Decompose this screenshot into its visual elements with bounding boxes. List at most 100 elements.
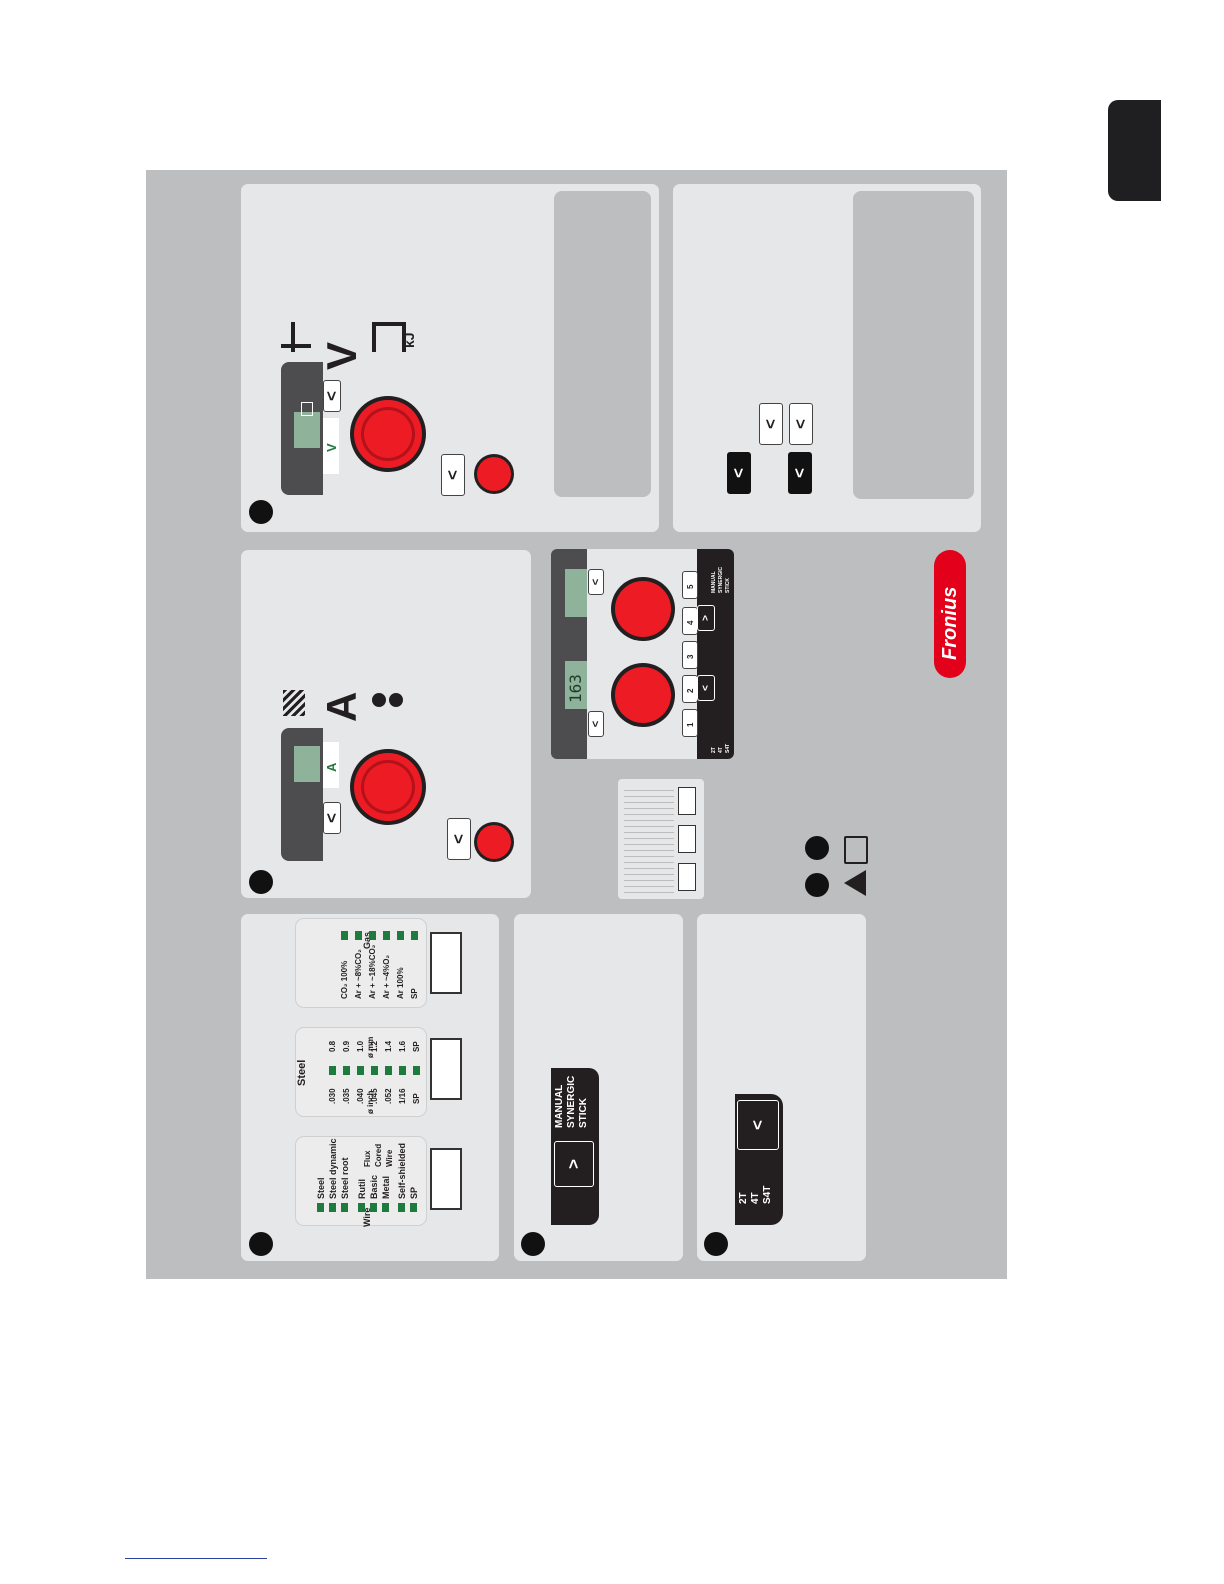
- process-select-button[interactable]: >: [554, 1141, 594, 1187]
- step-number-4: [249, 870, 273, 894]
- card-trigger-mode: < 2T 4T S4T: [697, 914, 866, 1261]
- inch-value: .040: [356, 1088, 365, 1104]
- wire-type-sp: SP: [409, 1186, 419, 1199]
- mini-right-button[interactable]: <: [588, 569, 604, 595]
- mini-button-4[interactable]: 4: [682, 607, 698, 635]
- mm-value: 0.9: [342, 1040, 351, 1052]
- voltage-knob[interactable]: [350, 396, 426, 472]
- chevron-icon: <: [790, 468, 809, 478]
- card-process-mode: > MANUAL SYNERGIC STICK: [514, 914, 683, 1261]
- mini-button-number: 2: [686, 688, 695, 693]
- wire-type-box: Wire Steel Steel dynamic Steel root Ruti…: [295, 1136, 427, 1227]
- step-number-5: [249, 500, 273, 524]
- step-number-2: [521, 1232, 545, 1256]
- wire-type-basic: Basic: [369, 1174, 379, 1199]
- mini-voltage-display: [565, 569, 587, 617]
- process-mode-synergic: SYNERGIC: [566, 1075, 577, 1128]
- mini-mode-4t: 4T: [718, 747, 724, 753]
- mini-process-manual: MANUAL: [711, 571, 717, 593]
- amperage-small-button[interactable]: <: [447, 818, 471, 860]
- mini-button-number: 5: [686, 584, 695, 589]
- settings-button-3[interactable]: <: [759, 403, 783, 445]
- voltage-info-area: [554, 191, 651, 497]
- trigger-select-button[interactable]: <: [737, 1100, 779, 1150]
- process-mode-manual: MANUAL: [554, 1084, 565, 1128]
- mm-value: SP: [412, 1041, 421, 1052]
- wire-type-steel-dynamic: Steel dynamic: [328, 1138, 338, 1199]
- fronius-logo: Fronius: [934, 550, 966, 678]
- settings-button-1[interactable]: <: [727, 452, 751, 494]
- inductance-icon: [372, 322, 406, 352]
- mm-value: 0.8: [328, 1040, 337, 1052]
- mini-button-1[interactable]: 1: [682, 709, 698, 737]
- amperage-display: [294, 746, 320, 782]
- chevron-icon: <: [590, 720, 602, 728]
- amperage-control-plate: [281, 728, 323, 861]
- process-mode-stick: STICK: [578, 1098, 589, 1128]
- chevron-icon: <: [748, 1120, 767, 1130]
- voltage-param-button[interactable]: <: [322, 380, 341, 412]
- warning-icon: [844, 870, 866, 896]
- card-amperage: A < < A: [241, 550, 531, 898]
- gas-value: Ar + ~4%O₂: [382, 954, 391, 999]
- trigger-mode-s4t: S4T: [762, 1185, 773, 1204]
- chevron-icon: <: [761, 419, 780, 429]
- voltage-symbol-small: V: [324, 443, 339, 452]
- gas-value: Ar 100%: [396, 967, 405, 999]
- mini-mode-s4t: S4T: [725, 743, 731, 753]
- mini-trigger-button[interactable]: <: [697, 675, 715, 701]
- mini-button-3[interactable]: 3: [682, 641, 698, 669]
- settings-info-area: [853, 191, 974, 499]
- voltage-small-knob[interactable]: [474, 454, 514, 494]
- voltage-small-button[interactable]: <: [441, 454, 465, 496]
- fronius-logo-text: Fronius: [939, 586, 961, 660]
- mini-left-button[interactable]: <: [588, 711, 604, 737]
- wire-feed-symbol-icon: [283, 690, 305, 716]
- amperage-symbol: A: [318, 691, 365, 722]
- inch-value: .035: [342, 1088, 351, 1104]
- wire-diameter-box: Steel ø inch ø mm .030 .035 .040 .045 .0…: [295, 1027, 427, 1117]
- trigger-button-plate: < 2T 4T S4T: [735, 1094, 783, 1225]
- settings-button-4[interactable]: <: [789, 403, 813, 445]
- mini-voltage-knob[interactable]: [611, 577, 675, 641]
- card-wire-settings: Wire Steel Steel dynamic Steel root Ruti…: [241, 914, 499, 1261]
- mm-value: 1.2: [370, 1040, 379, 1052]
- chevron-icon: <: [590, 578, 602, 586]
- footer-link-line[interactable]: [125, 1558, 267, 1559]
- card-voltage: V < < V kJ: [241, 184, 659, 532]
- energy-unit: kJ: [401, 332, 417, 348]
- amperage-knob[interactable]: [350, 749, 426, 825]
- mini-button-2[interactable]: 2: [682, 675, 698, 703]
- gas-box: Gas CO₂ 100% Ar + ~8%CO₂ Ar + ~18%CO₂ Ar…: [295, 918, 427, 1008]
- chevron-icon: <: [443, 470, 462, 480]
- mini-process-button[interactable]: >: [697, 605, 715, 631]
- amperage-param-button[interactable]: <: [322, 802, 341, 834]
- chevron-icon: <: [729, 468, 748, 478]
- mini-control-panel: 163 < < 1 2 3 4 5 < > 2T 4T S4T MANUAL S…: [551, 549, 734, 759]
- wire-diameter-icon: [430, 1038, 462, 1100]
- wire-speed-icon: [372, 693, 404, 715]
- process-button-plate: > MANUAL SYNERGIC STICK: [551, 1068, 599, 1225]
- inch-value: .030: [328, 1088, 337, 1104]
- chevron-icon: <: [322, 391, 341, 401]
- arc-length-icon: [281, 322, 311, 352]
- voltage-symbol-strip: V: [323, 418, 339, 474]
- voltage-symbol: V: [318, 341, 365, 370]
- mini-button-5[interactable]: 5: [682, 571, 698, 599]
- voltage-control-plate: [281, 362, 323, 495]
- chevron-icon: <: [700, 685, 712, 691]
- chevron-icon: <: [791, 419, 810, 429]
- gas-value: Ar + ~8%CO₂: [354, 949, 363, 999]
- wire-type-metal: Metal: [381, 1175, 391, 1199]
- mini-amperage-knob[interactable]: [611, 663, 675, 727]
- wire-spool-icon: [430, 1148, 462, 1210]
- mini-button-number: 4: [686, 620, 695, 625]
- card-settings: < < < <: [673, 184, 981, 532]
- steel-header: Steel: [296, 1059, 308, 1086]
- step-number-1: [249, 1232, 273, 1256]
- amperage-small-knob[interactable]: [474, 822, 514, 862]
- trigger-mode-4t: 4T: [750, 1192, 761, 1204]
- settings-button-2[interactable]: <: [788, 452, 812, 494]
- mm-value: 1.0: [356, 1040, 365, 1052]
- wire-type-rutil: Rutil: [357, 1179, 367, 1199]
